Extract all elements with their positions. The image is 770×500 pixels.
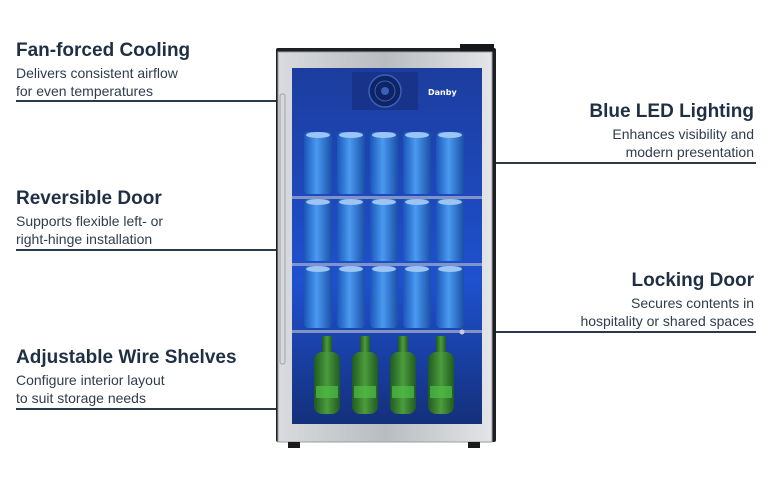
feature-desc-line: Configure interior layout bbox=[16, 372, 165, 388]
feature-title: Reversible Door bbox=[16, 188, 162, 209]
can bbox=[403, 266, 431, 328]
feature-desc-line: Enhances visibility and bbox=[612, 126, 754, 142]
bottle bbox=[428, 352, 454, 414]
bottle-label bbox=[392, 386, 414, 398]
feature-desc-line: Supports flexible left- or bbox=[16, 213, 164, 229]
feature-title: Locking Door bbox=[631, 270, 754, 291]
leader-line-wire-shelves bbox=[16, 408, 318, 410]
can bbox=[403, 199, 431, 261]
bottle bbox=[390, 352, 416, 414]
can-top bbox=[372, 199, 396, 205]
can-top bbox=[339, 132, 363, 138]
can-top bbox=[372, 266, 396, 272]
can-top bbox=[438, 132, 462, 138]
bottle-label bbox=[354, 386, 376, 398]
can-top bbox=[438, 199, 462, 205]
can bbox=[436, 199, 464, 261]
bottle-neck bbox=[322, 336, 332, 356]
can-top bbox=[339, 266, 363, 272]
feature-blue-led: Blue LED Lighting Enhances visibility an… bbox=[589, 101, 754, 161]
can bbox=[337, 132, 365, 194]
can bbox=[304, 199, 332, 261]
can-top bbox=[405, 199, 429, 205]
can bbox=[370, 199, 398, 261]
leader-line-locking-door bbox=[462, 331, 756, 333]
leader-line-blue-led bbox=[460, 162, 756, 164]
wire-shelf bbox=[292, 263, 482, 266]
feature-fan-cooling: Fan-forced Cooling Delivers consistent a… bbox=[16, 40, 190, 100]
feature-title: Fan-forced Cooling bbox=[16, 40, 191, 61]
feature-desc-line: modern presentation bbox=[625, 144, 754, 160]
bottle-neck bbox=[398, 336, 408, 356]
can bbox=[436, 132, 464, 194]
feature-title: Blue LED Lighting bbox=[589, 101, 754, 122]
feature-desc-line: hospitality or shared spaces bbox=[580, 313, 754, 329]
bottle-label bbox=[316, 386, 338, 398]
feature-desc-line: Delivers consistent airflow bbox=[16, 65, 178, 81]
beverage-fridge-image: Danby bbox=[270, 44, 500, 448]
wire-shelf bbox=[292, 330, 482, 333]
fridge-drawing: Danby bbox=[276, 44, 496, 448]
can bbox=[304, 132, 332, 194]
can-top bbox=[405, 132, 429, 138]
can bbox=[304, 266, 332, 328]
can bbox=[436, 266, 464, 328]
can-top bbox=[438, 266, 462, 272]
leader-line-reversible-door bbox=[16, 249, 318, 251]
leader-line-fan-cooling bbox=[16, 100, 318, 102]
can bbox=[337, 266, 365, 328]
wire-shelf bbox=[292, 196, 482, 199]
can bbox=[370, 132, 398, 194]
can-top bbox=[306, 132, 330, 138]
feature-desc-line: right-hinge installation bbox=[16, 231, 153, 247]
can-top bbox=[372, 132, 396, 138]
can-top bbox=[306, 199, 330, 205]
bottle-neck bbox=[436, 336, 446, 356]
can-top bbox=[339, 199, 363, 205]
feature-reversible-door: Reversible Door Supports flexible left- … bbox=[16, 188, 163, 248]
feature-wire-shelves: Adjustable Wire Shelves Configure interi… bbox=[16, 347, 237, 407]
bottle bbox=[352, 352, 378, 414]
feature-desc-line: to suit storage needs bbox=[16, 390, 146, 406]
can-top bbox=[306, 266, 330, 272]
bottle-neck bbox=[360, 336, 370, 356]
can bbox=[337, 199, 365, 261]
can bbox=[403, 132, 431, 194]
brand-logo: Danby bbox=[428, 88, 457, 97]
can bbox=[370, 266, 398, 328]
feature-desc-line: for even temperatures bbox=[16, 83, 153, 99]
bottle-label bbox=[430, 386, 452, 398]
can-top bbox=[405, 266, 429, 272]
bottle bbox=[314, 352, 340, 414]
feature-desc-line: Secures contents in bbox=[631, 295, 754, 311]
feature-title: Adjustable Wire Shelves bbox=[16, 347, 237, 368]
feature-locking-door: Locking Door Secures contents in hospita… bbox=[580, 270, 754, 330]
